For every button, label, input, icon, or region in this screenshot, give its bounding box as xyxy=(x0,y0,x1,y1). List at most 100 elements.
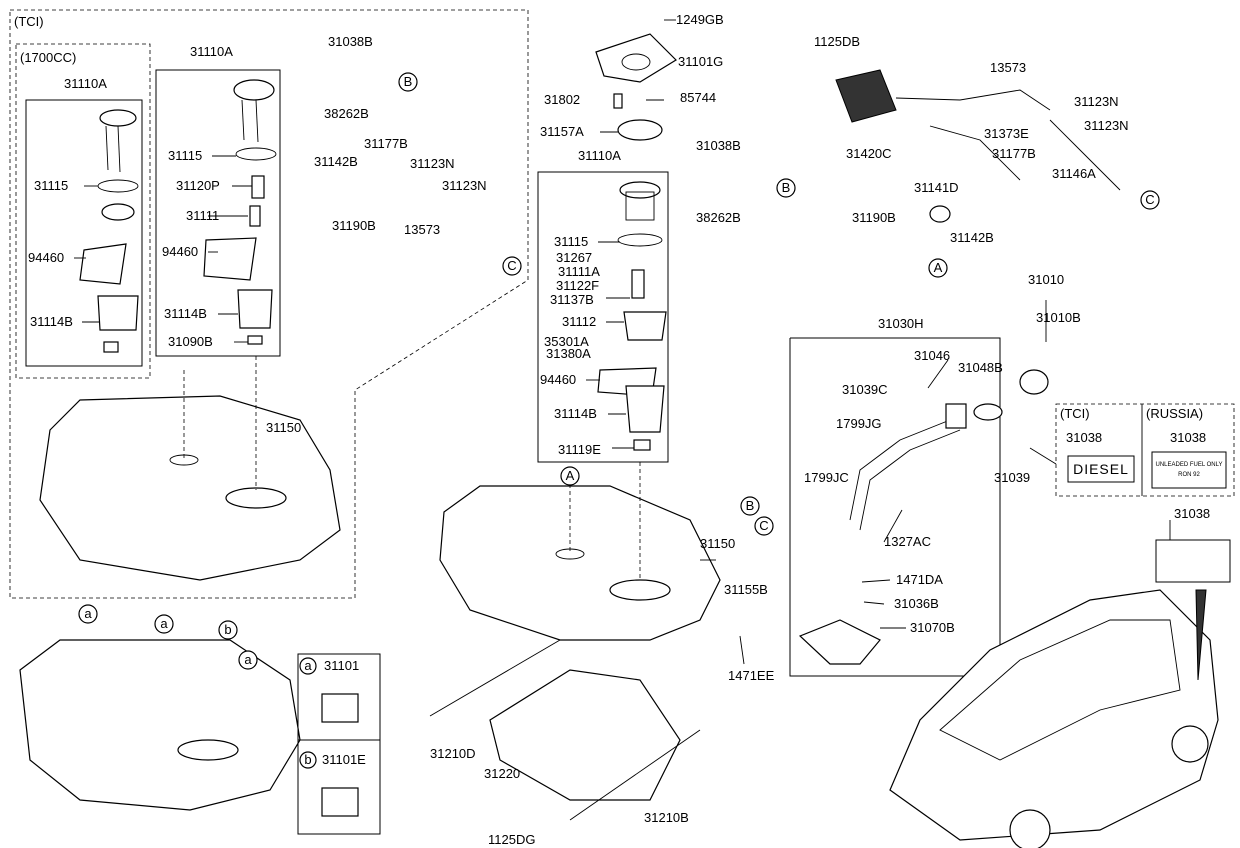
legend-ref-a: a xyxy=(299,657,317,675)
part-31150: 31150 xyxy=(700,536,735,551)
part-31112: 31112 xyxy=(562,314,596,329)
part-31120P: 31120P xyxy=(176,178,220,193)
part-31142B: 31142B xyxy=(950,230,994,245)
part-31123N: 31123N xyxy=(1074,94,1119,109)
part-31115: 31115 xyxy=(554,234,588,249)
ref-a-circles: a a a xyxy=(78,604,258,670)
fuel-label-sticker-illustration xyxy=(1155,539,1231,583)
part-31190B: 31190B xyxy=(332,218,376,233)
part-31122F: 31122F xyxy=(556,278,599,293)
part-1249GB: 1249GB xyxy=(676,12,724,27)
fuel-tank-main-illustration xyxy=(439,462,721,641)
svg-text:a: a xyxy=(304,658,312,673)
part-31220: 31220 xyxy=(484,766,520,781)
part-31141D: 31141D xyxy=(914,180,959,195)
tci-group-label: (TCI) xyxy=(14,14,44,29)
svg-text:C: C xyxy=(1145,192,1154,207)
pump-assembly-box-main xyxy=(537,171,669,463)
ref-A-circles: A A xyxy=(560,258,948,486)
part-31420C: 31420C xyxy=(846,146,892,161)
part-31802: 31802 xyxy=(544,92,580,107)
part-31137B: 31137B xyxy=(550,292,594,307)
part-31115: 31115 xyxy=(34,178,68,193)
plate-gasket-illustration xyxy=(595,33,677,141)
part-31210B: 31210B xyxy=(644,810,689,825)
part-94460: 94460 xyxy=(540,372,576,387)
part-1799JC: 1799JC xyxy=(804,470,849,485)
part-38262B: 38262B xyxy=(696,210,741,225)
part-31123N: 31123N xyxy=(1084,118,1129,133)
part-31114B: 31114B xyxy=(554,406,597,421)
part-1799JG: 1799JG xyxy=(836,416,882,431)
part-31157A: 31157A xyxy=(540,124,584,139)
part-31267: 31267 xyxy=(556,250,592,265)
part-31110A: 31110A xyxy=(190,44,233,59)
russia-label-text-2: RON 92 xyxy=(1178,472,1200,478)
ref-B-circles: B B B xyxy=(398,72,796,516)
svg-text:B: B xyxy=(404,74,413,89)
svg-text:B: B xyxy=(782,180,791,195)
part-94460: 94460 xyxy=(162,244,198,259)
pump-assembly-1700cc-illustration xyxy=(79,109,139,353)
ref-C-circles: C C C xyxy=(502,190,1160,536)
part-1125DG: 1125DG xyxy=(488,832,535,847)
part-31146A: 31146A xyxy=(1052,166,1096,181)
part-31123N: 31123N xyxy=(410,156,455,171)
part-13573: 13573 xyxy=(990,60,1026,75)
svg-text:b: b xyxy=(304,752,311,767)
cc1700-group-label: (1700CC) xyxy=(20,50,76,65)
part-31101: 31101 xyxy=(324,658,359,673)
part-31038: 31038 xyxy=(1066,430,1102,445)
part-38262B: 38262B xyxy=(324,106,369,121)
svg-text:C: C xyxy=(759,518,768,533)
fuel-tank-bottom-illustration xyxy=(19,639,301,811)
tci-box-label: (TCI) xyxy=(1060,406,1090,421)
legend-box xyxy=(297,653,381,835)
part-31048B: 31048B xyxy=(958,360,1003,375)
part-1125DB: 1125DB xyxy=(814,34,860,49)
svg-text:B: B xyxy=(746,498,755,513)
diesel-label-text: DIESEL xyxy=(1073,461,1129,477)
part-31114B: 31114B xyxy=(164,306,207,321)
part-31039: 31039 xyxy=(994,470,1030,485)
suv-vehicle-illustration xyxy=(889,589,1219,848)
svg-text:a: a xyxy=(84,606,92,621)
fuel-tank-tci-illustration xyxy=(39,356,341,581)
part-31030H: 31030H xyxy=(878,316,924,331)
part-31210D: 31210D xyxy=(430,746,476,761)
filler-neck-box xyxy=(789,337,1001,677)
tci-group-frame: (TCI) xyxy=(9,9,529,599)
part-31038: 31038 xyxy=(1170,430,1206,445)
svg-text:a: a xyxy=(160,616,168,631)
part-31111: 31111 xyxy=(186,208,219,223)
svg-text:C: C xyxy=(507,258,516,273)
part-1327AC: 1327AC xyxy=(884,534,931,549)
part-31046: 31046 xyxy=(914,348,950,363)
part-31101G: 31101G xyxy=(678,54,723,69)
part-31038B: 31038B xyxy=(696,138,741,153)
part-labels: 31110A 31110A 31110A 31038B 31038B 38262… xyxy=(28,12,1210,847)
svg-text:a: a xyxy=(244,652,252,667)
part-31373E: 31373E xyxy=(984,126,1029,141)
svg-text:A: A xyxy=(934,260,943,275)
filler-neck-illustration xyxy=(798,369,1049,665)
tci-russia-label-box: (TCI) (RUSSIA) DIESEL UNLEADED FUEL ONLY… xyxy=(1055,403,1235,497)
part-1471EE: 1471EE xyxy=(728,668,775,683)
part-31123N: 31123N xyxy=(442,178,487,193)
svg-text:b: b xyxy=(224,622,231,637)
part-31119E: 31119E xyxy=(558,442,601,457)
svg-text:A: A xyxy=(566,468,575,483)
ref-b-circle: b xyxy=(218,620,238,640)
leader-lines xyxy=(74,19,1171,665)
canister-illustration xyxy=(835,69,1121,223)
part-31177B: 31177B xyxy=(992,146,1036,161)
tank-protector-illustration xyxy=(429,639,701,821)
part-31038B: 31038B xyxy=(328,34,373,49)
part-31142B: 31142B xyxy=(314,154,358,169)
part-31190B: 31190B xyxy=(852,210,896,225)
part-31111A: 31111A xyxy=(558,264,600,279)
part-31090B: 31090B xyxy=(168,334,213,349)
part-35301A: 35301A xyxy=(544,334,589,349)
part-31010B: 31010B xyxy=(1036,310,1081,325)
